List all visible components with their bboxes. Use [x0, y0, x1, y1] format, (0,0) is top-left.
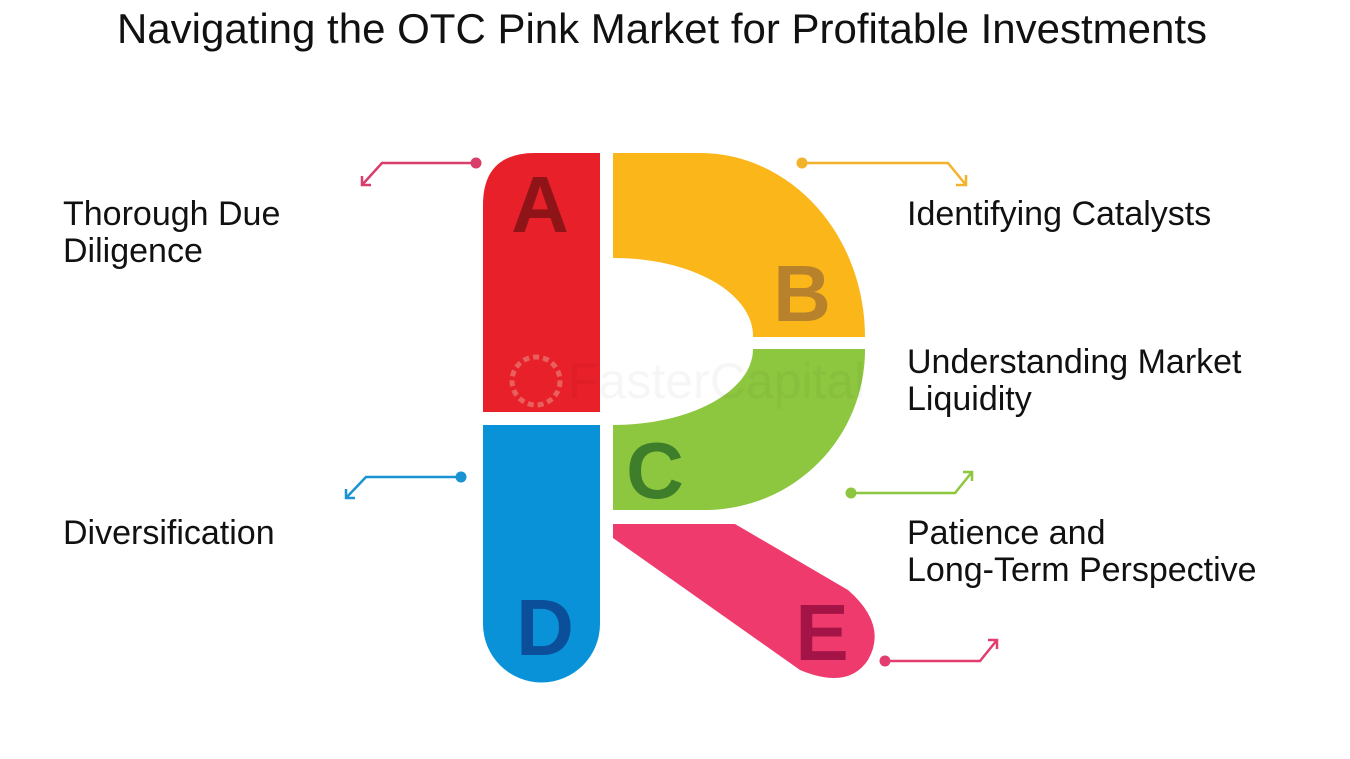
- segment-d: [483, 425, 600, 683]
- connector-d: [344, 471, 467, 500]
- letter-b: B: [773, 249, 831, 338]
- label-diversification: Diversification: [63, 515, 275, 552]
- label-understanding-market-liquidity: Understanding Market Liquidity: [907, 344, 1242, 418]
- label-line: Diversification: [63, 514, 275, 552]
- letter-a: A: [511, 160, 569, 249]
- connector-b: [796, 157, 968, 187]
- label-line: Identifying Catalysts: [907, 195, 1212, 233]
- connector-e: [879, 638, 999, 667]
- label-line: Patience and: [907, 514, 1106, 552]
- label-line: Thorough Due: [63, 195, 281, 233]
- watermark-gear-icon: [509, 354, 563, 408]
- segment-c: [613, 349, 866, 510]
- letter-c: C: [626, 426, 684, 515]
- label-thorough-due-diligence: Thorough Due Diligence: [63, 196, 280, 270]
- connector-c: [845, 470, 974, 499]
- label-line: Liquidity: [907, 380, 1032, 418]
- label-identifying-catalysts: Identifying Catalysts: [907, 196, 1211, 233]
- page-title: Navigating the OTC Pink Market for Profi…: [116, 5, 1208, 52]
- watermark-text: FasterCapital: [568, 353, 865, 409]
- segment-e: [613, 524, 875, 678]
- segment-b: [613, 153, 865, 337]
- label-line: Diligence: [63, 232, 203, 270]
- label-line: Understanding Market: [907, 343, 1242, 381]
- watermark: FasterCapital: [509, 353, 865, 409]
- segment-a: [483, 153, 600, 412]
- letter-e: E: [795, 588, 848, 677]
- label-line: Long-Term Perspective: [907, 551, 1257, 589]
- letter-d: D: [516, 583, 574, 672]
- label-patience-long-term: Patience and Long-Term Perspective: [907, 515, 1257, 589]
- connector-a: [360, 157, 482, 187]
